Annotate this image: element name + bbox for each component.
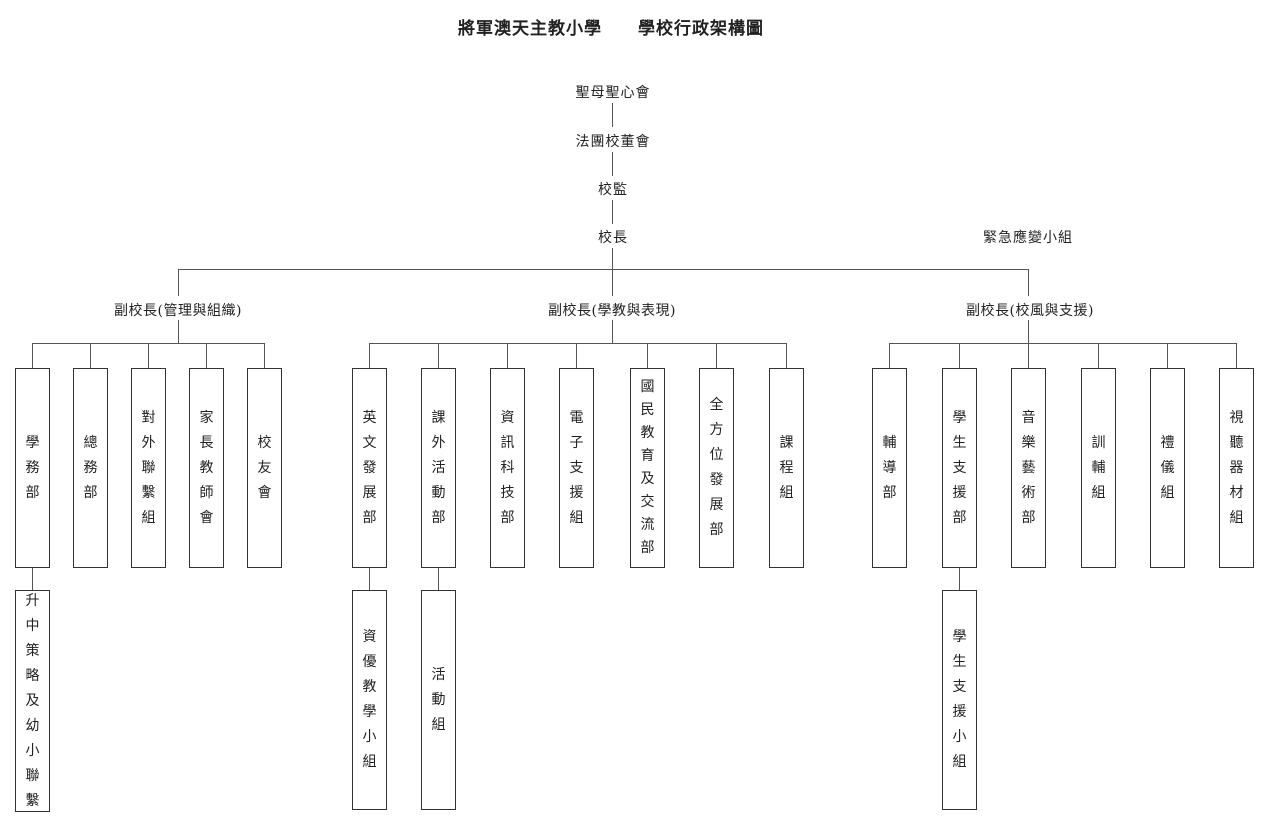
- dept-box-alumni: 校友會: [247, 368, 282, 568]
- connector-line: [148, 343, 149, 368]
- node-emergency-group: 緊急應變小組: [983, 230, 1073, 246]
- dept-box-music-arts: 音樂藝術部: [1011, 368, 1046, 568]
- dept-label: 輔導部: [882, 434, 897, 501]
- connector-line: [90, 343, 91, 368]
- connector-line: [178, 269, 1029, 270]
- connector-line: [612, 200, 613, 224]
- connector-line: [369, 568, 370, 590]
- node-principal: 校長: [598, 230, 628, 246]
- connector-line: [264, 343, 265, 368]
- dept-box-av-equipment: 視聽器材組: [1219, 368, 1254, 568]
- dept-box-it: 資訊科技部: [490, 368, 525, 568]
- dept-label: 視聽器材組: [1229, 409, 1244, 526]
- sub-label: 資優教學小組: [362, 629, 377, 770]
- dept-label: 課程組: [779, 434, 794, 501]
- connector-line: [1028, 269, 1029, 296]
- sub-box-secondary-transition: 升中策略及幼小聯繫: [15, 590, 50, 812]
- connector-line: [612, 103, 613, 127]
- connector-line: [786, 343, 787, 368]
- node-vp-support: 副校長(校風與支援): [966, 303, 1094, 319]
- dept-box-student-support: 學生支援部: [942, 368, 977, 568]
- node-school-board: 法團校董會: [575, 134, 651, 150]
- connector-line: [889, 343, 890, 368]
- dept-box-curriculum: 課程組: [769, 368, 804, 568]
- connector-line: [438, 568, 439, 590]
- dept-box-etiquette: 禮儀組: [1150, 368, 1185, 568]
- dept-label: 電子支援組: [569, 409, 584, 526]
- school-name: 將軍澳天主教小學: [458, 19, 602, 39]
- node-vp-management: 副校長(管理與組織): [114, 303, 242, 319]
- dept-box-pta: 家長教師會: [189, 368, 224, 568]
- dept-label: 國民教育及交流部: [640, 379, 655, 556]
- dept-box-general-affairs: 總務部: [73, 368, 108, 568]
- connector-line: [438, 343, 439, 368]
- connector-line: [612, 269, 613, 296]
- dept-label: 校友會: [257, 434, 272, 501]
- connector-line: [716, 343, 717, 368]
- connector-line: [32, 568, 33, 590]
- sub-box-gifted-education: 資優教學小組: [352, 590, 387, 810]
- connector-line: [1028, 320, 1029, 344]
- connector-line: [507, 343, 508, 368]
- connector-line: [206, 343, 207, 368]
- connector-line: [889, 343, 1237, 344]
- connector-line: [178, 320, 179, 344]
- dept-label: 英文發展部: [362, 409, 377, 526]
- dept-label: 禮儀組: [1160, 434, 1175, 501]
- sub-box-student-support-team: 學生支援小組: [942, 590, 977, 810]
- connector-line: [1098, 343, 1099, 368]
- sub-label: 學生支援小組: [952, 629, 967, 770]
- sub-box-activities: 活動組: [421, 590, 456, 810]
- chart-title: 學校行政架構圖: [638, 19, 764, 39]
- connector-line: [612, 320, 613, 344]
- dept-label: 音樂藝術部: [1021, 409, 1036, 526]
- connector-line: [959, 343, 960, 368]
- node-sacred-heart-congregation: 聖母聖心會: [575, 85, 651, 101]
- connector-line: [612, 248, 613, 270]
- connector-line: [369, 343, 787, 344]
- dept-label: 資訊科技部: [500, 409, 515, 526]
- dept-label: 學務部: [25, 434, 40, 501]
- dept-label: 對外聯繫組: [141, 409, 156, 526]
- sub-label: 活動組: [431, 666, 446, 733]
- connector-line: [959, 568, 960, 590]
- dept-box-english-development: 英文發展部: [352, 368, 387, 568]
- dept-box-guidance: 輔導部: [872, 368, 907, 568]
- dept-box-discipline-guidance: 訓輔組: [1081, 368, 1116, 568]
- connector-line: [1167, 343, 1168, 368]
- dept-box-all-round-development: 全方位發展部: [699, 368, 734, 568]
- connector-line: [612, 152, 613, 176]
- dept-box-national-education: 國民教育及交流部: [630, 368, 665, 568]
- dept-box-external-liaison: 對外聯繫組: [131, 368, 166, 568]
- dept-label: 學生支援部: [952, 409, 967, 526]
- dept-label: 課外活動部: [431, 409, 446, 526]
- dept-label: 總務部: [83, 434, 98, 501]
- connector-line: [576, 343, 577, 368]
- dept-label: 家長教師會: [199, 409, 214, 526]
- connector-line: [178, 269, 179, 296]
- dept-box-extracurricular: 課外活動部: [421, 368, 456, 568]
- connector-line: [1028, 343, 1029, 368]
- dept-label: 全方位發展部: [709, 397, 724, 538]
- connector-line: [647, 343, 648, 368]
- dept-label: 訓輔組: [1091, 434, 1106, 501]
- connector-line: [32, 343, 33, 368]
- connector-line: [369, 343, 370, 368]
- node-vp-learning: 副校長(學教與表現): [548, 303, 676, 319]
- dept-box-academic-affairs: 學務部: [15, 368, 50, 568]
- sub-label: 升中策略及幼小聯繫: [25, 592, 40, 809]
- connector-line: [1236, 343, 1237, 368]
- node-supervisor: 校監: [598, 182, 628, 198]
- dept-box-e-support: 電子支援組: [559, 368, 594, 568]
